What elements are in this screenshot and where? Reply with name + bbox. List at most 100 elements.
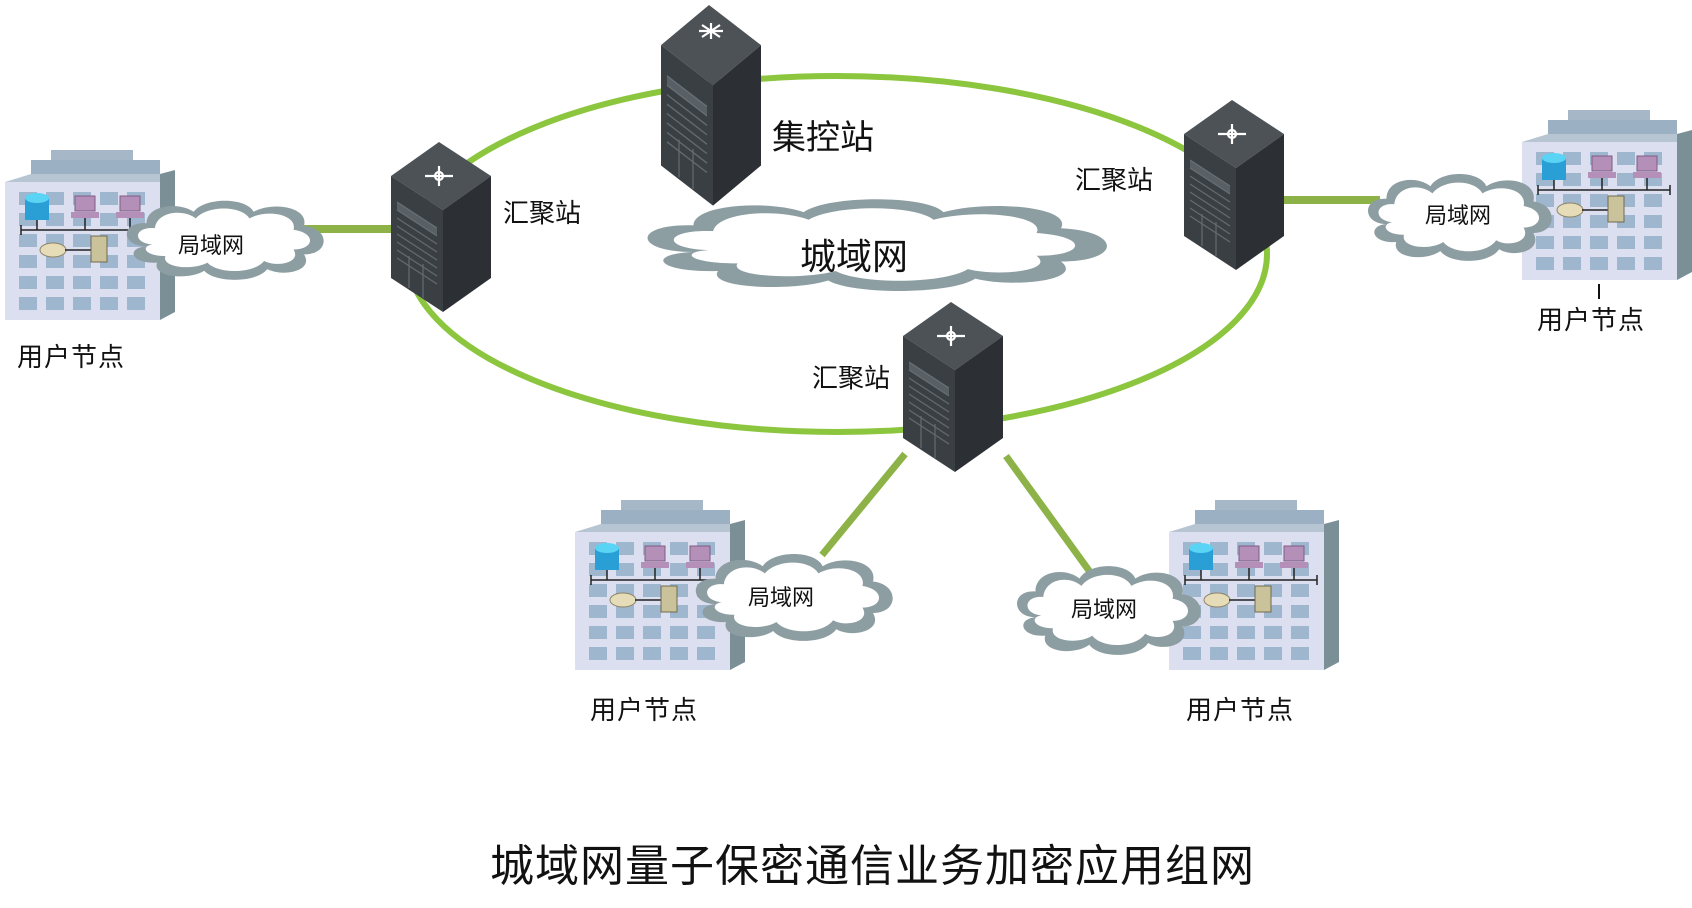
window (100, 297, 118, 310)
database-top (1542, 153, 1566, 163)
database-top (595, 543, 619, 553)
window (1617, 152, 1635, 165)
window (1644, 194, 1662, 207)
window (19, 234, 37, 247)
aggregation-station-right (1183, 99, 1285, 271)
window (46, 192, 64, 205)
window (1644, 236, 1662, 249)
server-icon (1254, 585, 1272, 613)
database-icon (595, 548, 619, 570)
aggregation-station-left (390, 141, 492, 313)
aggregation-station-bottom-label: 汇聚站 (812, 364, 891, 394)
window (100, 192, 118, 205)
window (670, 647, 688, 660)
router-icon (425, 166, 453, 186)
window (1291, 626, 1309, 639)
window (643, 605, 661, 618)
user-node-bottom-left-label: 用户节点 (590, 696, 699, 726)
window (616, 626, 634, 639)
workstation-icon (1636, 155, 1658, 172)
window (697, 626, 715, 639)
keyboard (1588, 172, 1616, 178)
window (1210, 542, 1228, 555)
window (46, 255, 64, 268)
aggregation-station-bottom (902, 301, 1004, 473)
window (1536, 236, 1554, 249)
window (643, 584, 661, 597)
window (697, 647, 715, 660)
workstation-icon (119, 195, 141, 212)
window (1644, 257, 1662, 270)
window (1536, 257, 1554, 270)
window (73, 297, 91, 310)
database-top (1189, 543, 1213, 553)
window (670, 542, 688, 555)
window (589, 605, 607, 618)
lan-label-bottom-right: 局域网 (1071, 598, 1138, 623)
window (1183, 626, 1201, 639)
control-station-label: 集控站 (772, 118, 874, 158)
window (1590, 215, 1608, 228)
window (1183, 584, 1201, 597)
window (616, 542, 634, 555)
window (643, 647, 661, 660)
window (127, 297, 145, 310)
telephone-icon (609, 592, 637, 608)
window (1183, 647, 1201, 660)
database-icon (1542, 158, 1566, 180)
server-icon (660, 585, 678, 613)
user-node-left-label: 用户节点 (17, 343, 126, 373)
window (589, 626, 607, 639)
aggregation-station-left-label: 汇聚站 (503, 199, 582, 229)
metro-network-label: 城域网 (800, 237, 909, 278)
database-icon (1189, 548, 1213, 570)
window (1617, 173, 1635, 186)
router-icon (937, 326, 965, 346)
telephone-icon (1556, 202, 1584, 218)
window (73, 276, 91, 289)
server-icon (1607, 195, 1625, 223)
workstation-icon (689, 545, 711, 562)
window (46, 297, 64, 310)
user-node-right-label: 用户节点 (1537, 306, 1646, 336)
window (616, 647, 634, 660)
window (1563, 173, 1581, 186)
window (1291, 605, 1309, 618)
window (1237, 647, 1255, 660)
window (19, 276, 37, 289)
telephone-icon (39, 242, 67, 258)
window (1264, 626, 1282, 639)
window (1210, 647, 1228, 660)
window (1210, 626, 1228, 639)
window (1590, 194, 1608, 207)
window (643, 626, 661, 639)
window (1264, 563, 1282, 576)
core-switch-icon (699, 23, 723, 39)
window (46, 213, 64, 226)
telephone-icon (1203, 592, 1231, 608)
keyboard (641, 562, 669, 568)
router-icons (425, 124, 1246, 346)
window (100, 213, 118, 226)
window (1237, 626, 1255, 639)
window (1237, 584, 1255, 597)
window (616, 605, 634, 618)
window (670, 626, 688, 639)
window (589, 584, 607, 597)
keyboard (1280, 562, 1308, 568)
window (1210, 563, 1228, 576)
server-icon (90, 235, 108, 263)
keyboard (71, 212, 99, 218)
window (1563, 257, 1581, 270)
router-icon (1218, 124, 1246, 144)
diagram-title: 城域网量子保密通信业务加密应用组网 (490, 841, 1255, 892)
access-link-bottom-left (819, 451, 908, 558)
window (100, 276, 118, 289)
workstation-icon (1283, 545, 1305, 562)
workstation-icon (1591, 155, 1613, 172)
access-link-bottom-right (1003, 453, 1093, 575)
window (1590, 257, 1608, 270)
window (670, 563, 688, 576)
